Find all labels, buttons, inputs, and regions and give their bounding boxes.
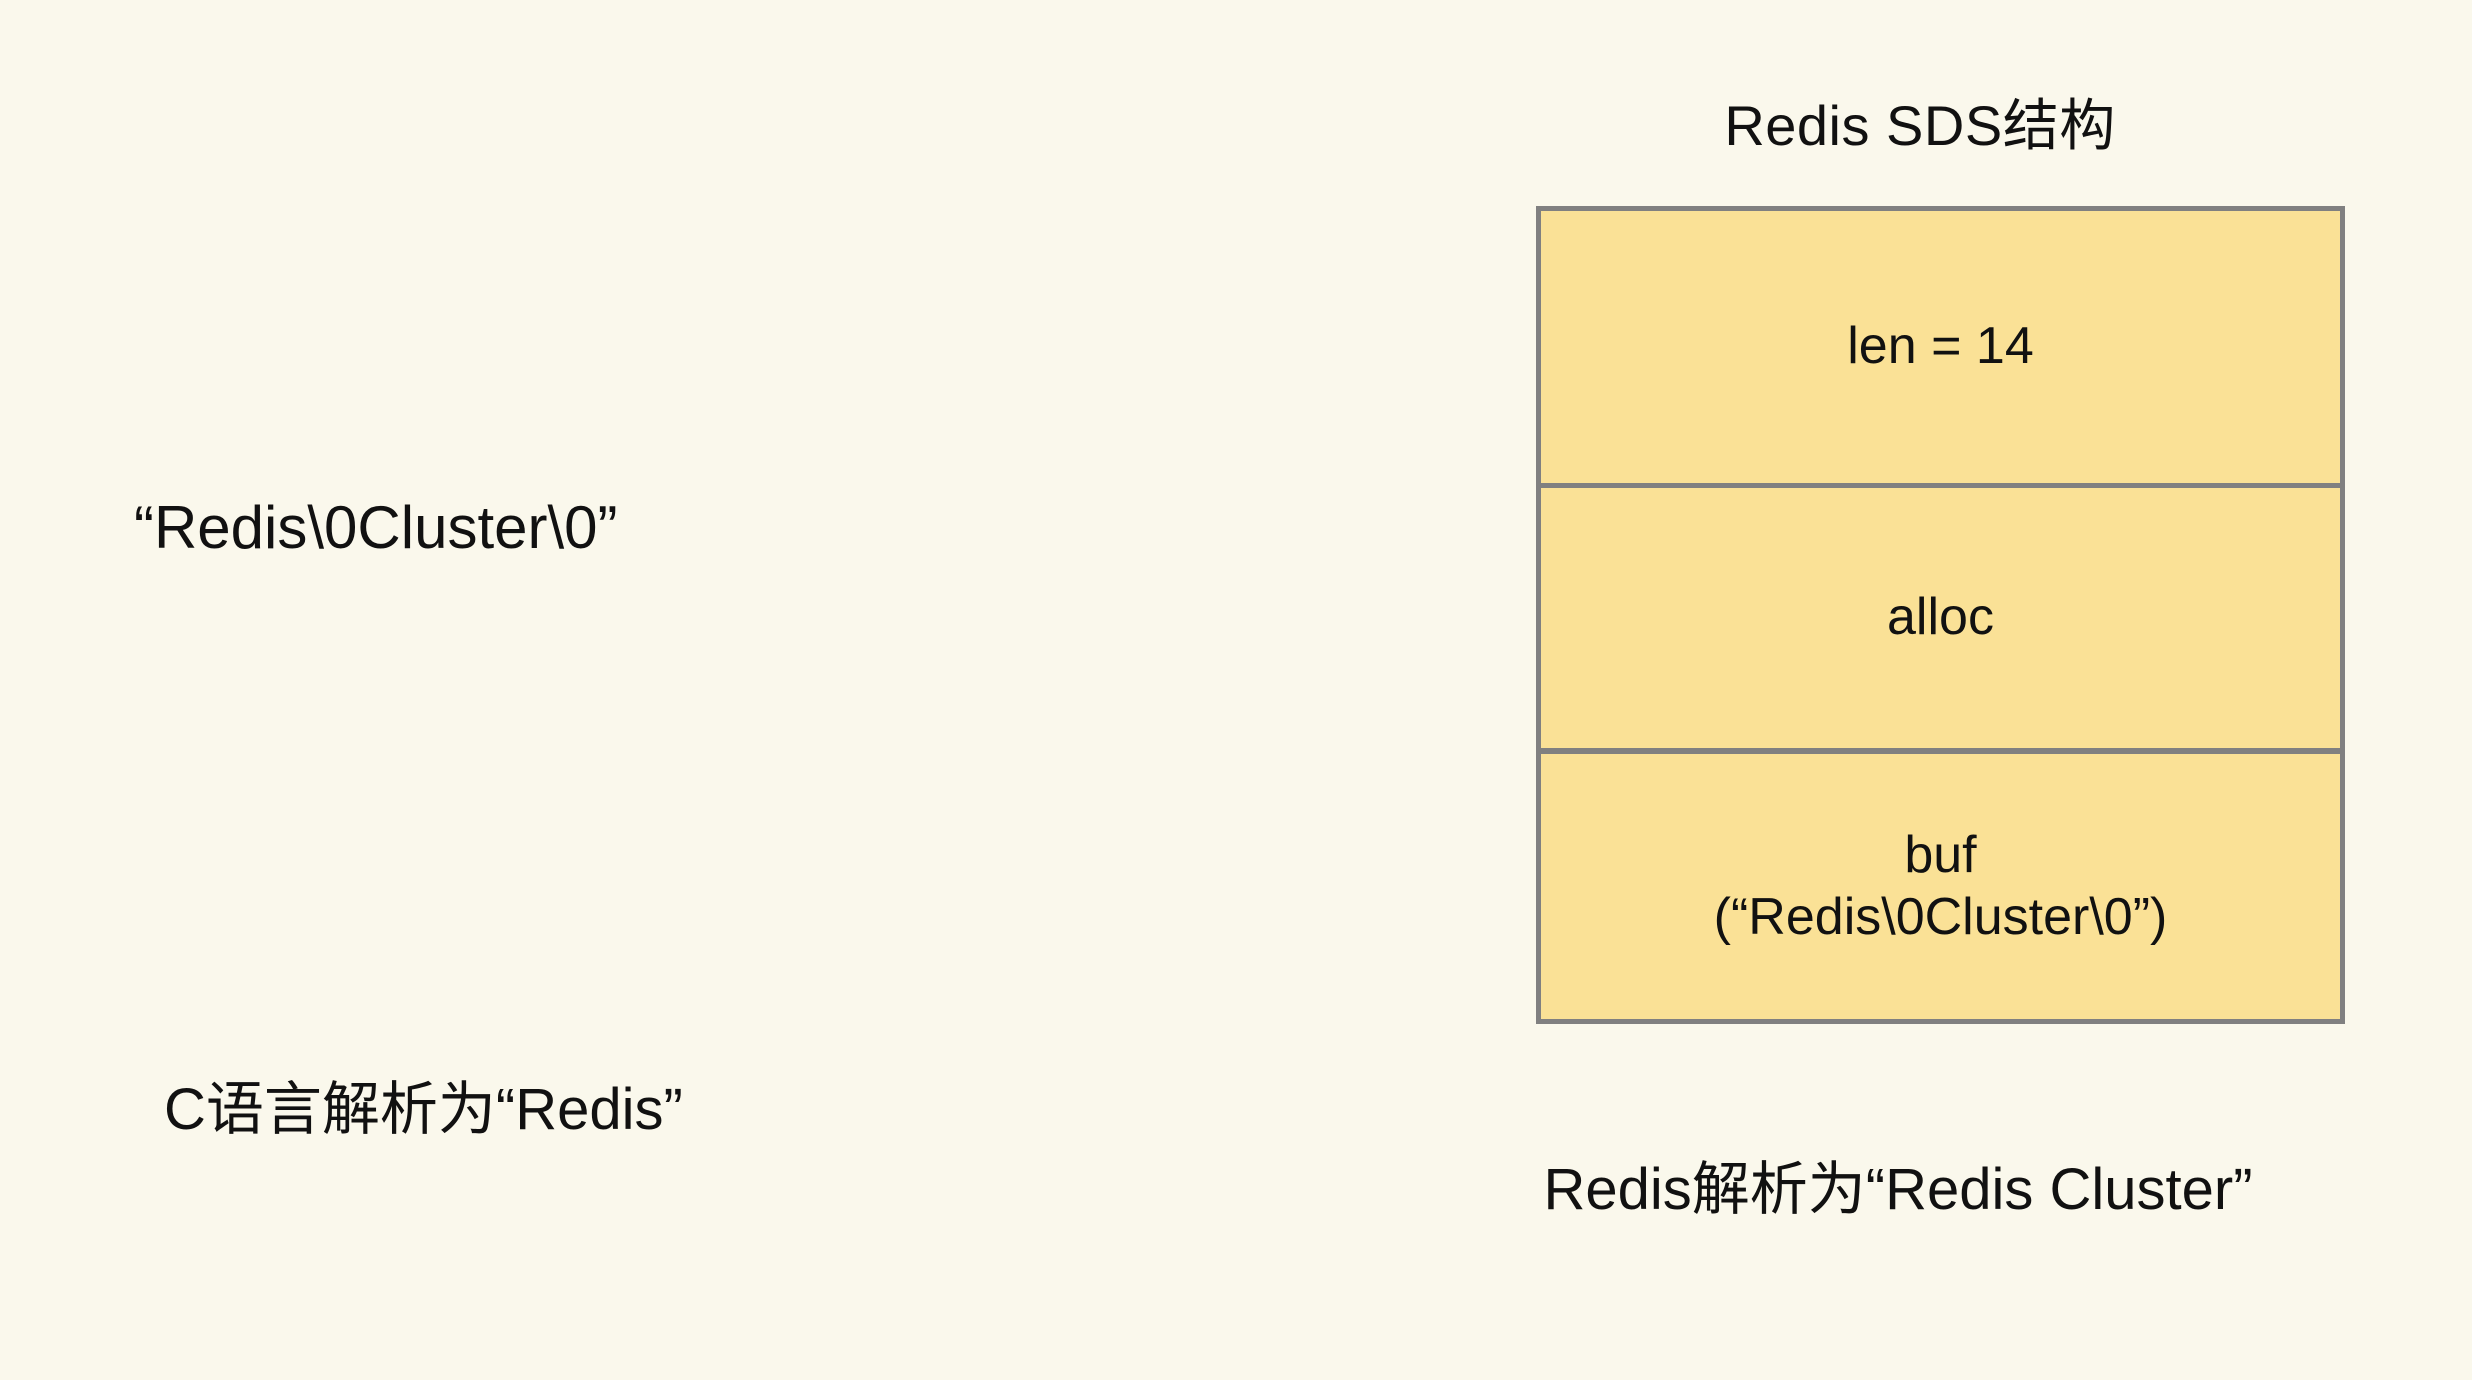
caption-c-parsing: C语言解析为“Redis” <box>164 1077 683 1142</box>
struct-field-len-label: len = 14 <box>1847 317 2034 376</box>
page-title: Redis SDS结构 <box>1724 94 2116 157</box>
struct-field-buf: buf (“Redis\0Cluster\0”) <box>1541 748 2340 1019</box>
sds-struct-box: len = 14 alloc buf (“Redis\0Cluster\0”) <box>1536 206 2345 1024</box>
struct-field-buf-label: buf (“Redis\0Cluster\0”) <box>1713 826 2168 946</box>
struct-field-alloc: alloc <box>1541 483 2340 748</box>
struct-field-len: len = 14 <box>1541 211 2340 483</box>
struct-field-alloc-label: alloc <box>1887 588 1994 647</box>
raw-string-annotation: “Redis\0Cluster\0” <box>134 494 618 561</box>
caption-redis-parsing: Redis解析为“Redis Cluster” <box>1543 1157 2253 1222</box>
